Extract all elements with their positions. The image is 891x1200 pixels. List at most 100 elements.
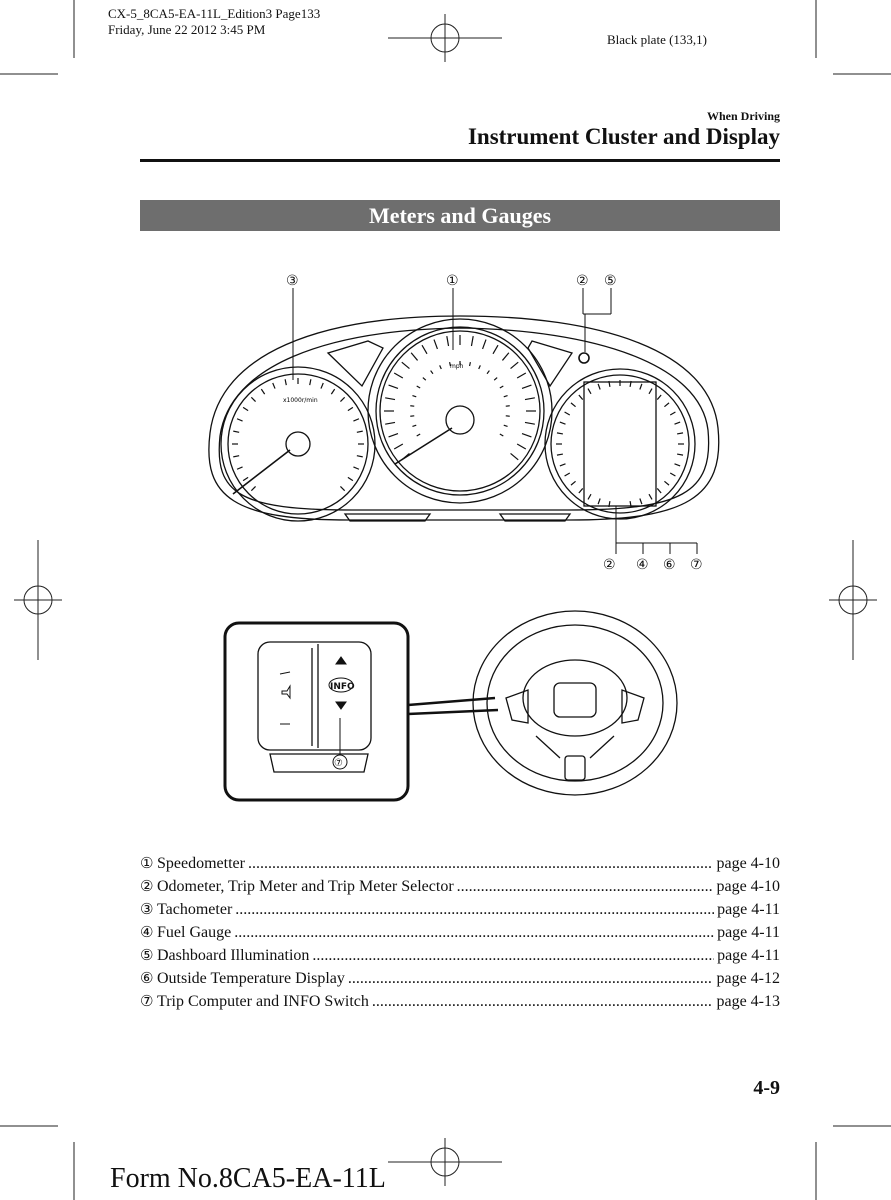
- gauge-tick: [449, 361, 452, 367]
- gauge-tick: [320, 382, 324, 389]
- gauge-tick: [510, 361, 519, 370]
- plate-label: Black plate (133,1): [607, 32, 707, 47]
- gauge-tick: [242, 476, 249, 482]
- gauge-tick: [503, 424, 508, 428]
- callout-7-switch: ⑦: [334, 758, 343, 769]
- gauge-tick: [597, 383, 601, 390]
- list-item: ① Speedometter page 4-10: [140, 852, 780, 875]
- item-label: Fuel Gauge: [157, 924, 232, 941]
- gauge-tick: [493, 377, 498, 381]
- item-page: page 4-11: [717, 924, 780, 941]
- page-title: Instrument Cluster and Display: [467, 124, 780, 149]
- gauge-tick: [233, 430, 240, 433]
- gauge-tick: [587, 493, 592, 500]
- gauge-tick: [521, 384, 532, 389]
- item-number: ④: [140, 923, 154, 941]
- tachometer-gauge: [220, 366, 376, 522]
- gauge-tick: [356, 430, 363, 433]
- gauge-tick: [236, 418, 243, 422]
- gauge-tick: [656, 488, 662, 494]
- gauge-tick: [433, 339, 438, 350]
- callout-2-bottom: ②: [603, 557, 616, 573]
- gauge-tick: [393, 443, 404, 450]
- gauge-tick: [416, 385, 421, 389]
- page-number: 4-9: [753, 1077, 780, 1099]
- steering-wheel: [472, 610, 678, 796]
- gauge-tick: [421, 344, 428, 355]
- callout-2-top: ②: [576, 273, 589, 289]
- gauge-tick: [674, 463, 681, 467]
- gauge-tick: [664, 480, 670, 486]
- gauge-tick: [422, 377, 427, 381]
- item-label: Odometer, Trip Meter and Trip Meter Sele…: [157, 878, 454, 895]
- section-label: When Driving: [706, 109, 780, 123]
- list-item: ③ Tachometer page 4-11: [140, 898, 780, 921]
- cluster-housing: [208, 315, 720, 521]
- form-number: Form No.8CA5-EA-11L: [110, 1163, 386, 1194]
- item-label: Speedometter: [157, 855, 245, 872]
- gauge-tick: [388, 433, 399, 438]
- list-item: ⑤ Dashboard Illumination page 4-11: [140, 944, 780, 967]
- section-banner: Meters and Gauges: [140, 200, 780, 231]
- file-info-line1: CX-5_8CA5-EA-11L_Edition3 Page133: [108, 6, 321, 21]
- info-switch-inset: INFO ⑦: [223, 621, 499, 802]
- leader-dots: [457, 875, 714, 898]
- gauge-tick: [559, 463, 566, 467]
- item-number: ②: [140, 877, 154, 895]
- gauge-tick: [556, 453, 563, 456]
- gauge-tick: [468, 361, 471, 367]
- gauge-tick: [656, 394, 662, 400]
- callout-6-bottom: ⑥: [663, 557, 676, 573]
- gauge-tick: [664, 402, 670, 408]
- cluster-figure: x1000r/min mph ③ ① ② ⑤ ② ④ ⑥ ⑦ INFO ⑦: [208, 273, 720, 802]
- leader-dots: [372, 990, 714, 1013]
- gauge-tick: [570, 402, 576, 408]
- gauge-tick: [353, 418, 360, 422]
- callout-1-top: ①: [446, 273, 459, 289]
- gauge-tick: [559, 421, 566, 425]
- gauge-tick: [669, 411, 676, 416]
- gauge-tick: [677, 453, 684, 456]
- gauge-tick: [516, 443, 527, 450]
- gauge-tick: [524, 421, 535, 425]
- gauge-tick: [524, 397, 535, 401]
- gauge-tick: [587, 388, 592, 395]
- gauge-tick: [648, 493, 653, 500]
- gauge-tick: [347, 406, 354, 412]
- gauge-tick: [242, 406, 249, 412]
- gauge-tick: [388, 384, 399, 389]
- callout-3-top: ③: [286, 273, 299, 289]
- file-info: CX-5_8CA5-EA-11L_Edition3 Page133 Friday…: [108, 6, 320, 38]
- item-page: page 4-11: [717, 901, 780, 918]
- gauge-tick: [470, 336, 474, 347]
- list-item: ④ Fuel Gauge page 4-11: [140, 921, 780, 944]
- gauge-tick: [478, 365, 481, 370]
- gauge-tick: [401, 361, 410, 370]
- gauge-tick: [570, 480, 576, 486]
- item-page: page 4-10: [716, 855, 780, 872]
- list-item: ⑥ Outside Temperature Display page 4-12: [140, 967, 780, 990]
- item-label: Trip Computer and INFO Switch: [157, 993, 369, 1010]
- gauge-tick: [401, 452, 410, 461]
- item-page: page 4-11: [717, 947, 780, 964]
- gauge-tick: [564, 472, 571, 477]
- item-label: Dashboard Illumination: [157, 947, 310, 964]
- gauge-tick: [284, 379, 287, 386]
- gauge-tick: [501, 352, 510, 361]
- item-page: page 4-12: [716, 970, 780, 987]
- item-number: ③: [140, 900, 154, 918]
- gauge-tick: [260, 388, 266, 395]
- multi-info-display: [544, 352, 696, 520]
- gauge-tick: [629, 501, 632, 508]
- speedometer-gauge: [367, 318, 553, 504]
- callout-5-top: ⑤: [604, 273, 617, 289]
- gauge-tick: [639, 498, 643, 505]
- gauge-tick: [410, 352, 419, 361]
- gauge-tick: [486, 370, 490, 375]
- gauge-tick: [236, 466, 243, 470]
- gauge-tick: [393, 372, 404, 379]
- gauge-tick: [356, 455, 363, 458]
- gauge-tick: [608, 501, 611, 508]
- gauge-tick: [578, 488, 584, 494]
- speed-unit-label: mph: [450, 363, 464, 370]
